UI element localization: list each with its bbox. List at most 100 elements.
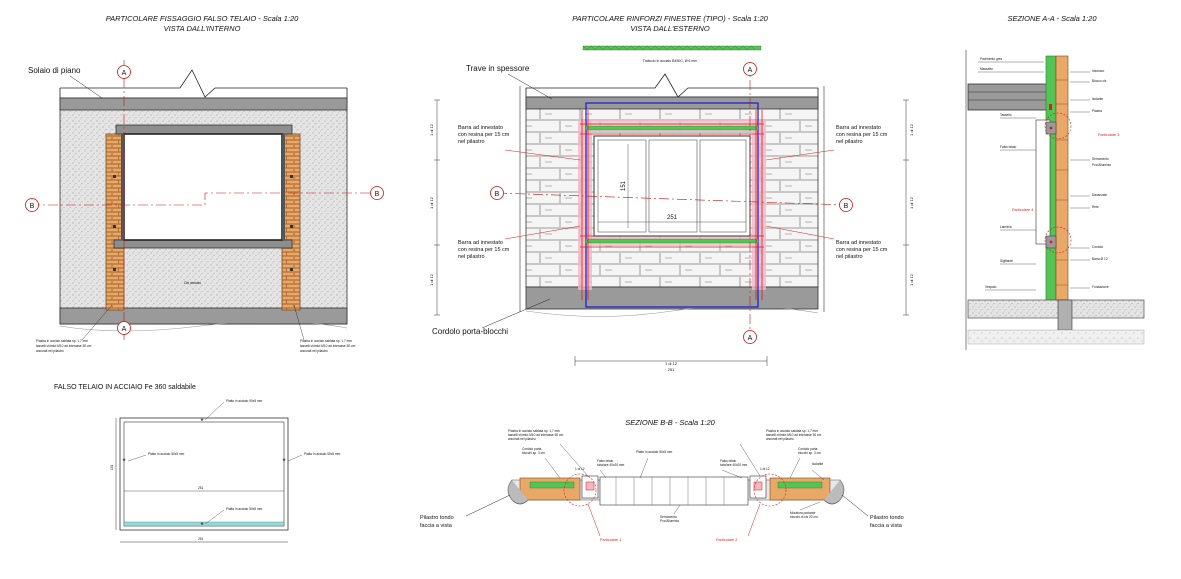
lintel <box>115 124 293 135</box>
title-rinforzi: PARTICOLARE RINFORZI FINESTRE (TIPO) - S… <box>572 14 768 23</box>
dim-right-2: 1 di 12 <box>909 196 914 209</box>
rebar-detail-strip <box>582 45 762 51</box>
svg-text:*: * <box>200 521 203 530</box>
svg-text:Intonaco: Intonaco <box>1092 69 1104 73</box>
svg-text:Pilastro tondo: Pilastro tondo <box>420 515 454 521</box>
bb-detail-circle-2 <box>753 473 787 507</box>
marker-a-bottom-2: A <box>743 330 757 344</box>
dim-right-3: 1 di 12 <box>909 273 914 286</box>
section-slab-lines <box>968 91 1048 101</box>
section-floor <box>967 299 1145 319</box>
bb-label-pilastro-left: Pilastro tondo faccia a vista <box>420 494 511 529</box>
label-cordolo: Cordolo porta-blocchi <box>432 327 508 336</box>
svg-text:ancorati nel pilastro: ancorati nel pilastro <box>300 349 328 353</box>
svg-text:A: A <box>122 326 127 333</box>
svg-text:Blocco cls: Blocco cls <box>1092 79 1107 83</box>
label-particolare-3: Particolare 3 <box>1098 133 1119 137</box>
svg-text:faccia a vista: faccia a vista <box>870 523 903 529</box>
svg-text:*: * <box>200 417 203 426</box>
dim-left-2: 1 di 12 <box>429 196 434 209</box>
bb-green-left <box>529 481 575 489</box>
svg-text:Fondazione: Fondazione <box>1092 285 1109 289</box>
svg-text:con resina per 15 cm: con resina per 15 cm <box>458 132 510 138</box>
svg-text:nel pilastro: nel pilastro <box>458 139 485 145</box>
svg-text:Isolante: Isolante <box>812 462 823 466</box>
title-sezione-bb: SEZIONE B-B - Scala 1:20 <box>625 418 715 427</box>
pink-band-right <box>752 120 766 290</box>
svg-text:Cordolo porta-: Cordolo porta- <box>522 447 542 451</box>
panel-rinforzi: PARTICOLARE RINFORZI FINESTRE (TIPO) - S… <box>429 14 914 372</box>
dim-right-1: 1 di 12 <box>909 123 914 136</box>
svg-text:251: 251 <box>198 486 204 490</box>
note-left: Piastra in acciaio saldata sp. 1,7 mm ta… <box>36 304 113 353</box>
window-leaf-2 <box>648 139 698 233</box>
dimension-chains <box>434 99 909 366</box>
svg-text:*: * <box>282 457 285 466</box>
marker-b-right-2: B <box>839 198 853 212</box>
dim-bottom: 1 di 12 <box>665 361 678 366</box>
svg-text:*: * <box>122 457 125 466</box>
bb-red-right <box>753 481 763 491</box>
svg-text:Serramento: Serramento <box>660 515 677 519</box>
svg-text:nel pilastro: nel pilastro <box>836 254 863 260</box>
svg-text:Sigillante: Sigillante <box>1000 259 1013 263</box>
svg-text:Piatto in acciaio 50x5 mm: Piatto in acciaio 50x5 mm <box>226 507 263 511</box>
svg-text:Falso telaio: Falso telaio <box>1000 145 1017 149</box>
svg-text:tubolare 40x20 mm: tubolare 40x20 mm <box>597 463 625 467</box>
svg-text:faccia a vista: faccia a vista <box>420 523 453 529</box>
detail-circle-3 <box>1044 112 1072 140</box>
svg-text:B: B <box>844 203 849 210</box>
ground-line <box>59 321 348 332</box>
svg-text:Piastra in acciaio saldata sp.: Piastra in acciaio saldata sp. 1,7 mm <box>36 339 88 343</box>
note-center: Cls armato <box>184 281 201 285</box>
svg-text:Serramento: Serramento <box>1092 157 1109 161</box>
section-foundation <box>1057 299 1073 331</box>
svg-text:nel pilastro: nel pilastro <box>836 139 863 145</box>
bb-round-column-left <box>507 479 529 505</box>
frame-bottom-bar <box>123 521 285 527</box>
svg-text:Piastra in acciaio saldata sp.: Piastra in acciaio saldata sp. 1,7 mm <box>508 429 560 433</box>
label-trave: Trave in spessore <box>466 64 530 73</box>
svg-text:Piatto in acciaio 50x5 mm: Piatto in acciaio 50x5 mm <box>148 452 185 456</box>
svg-text:B: B <box>30 203 35 210</box>
svg-text:Piatto in acciaio 50x5 mm: Piatto in acciaio 50x5 mm <box>636 450 673 454</box>
svg-text:Barra ad innestato: Barra ad innestato <box>458 240 503 246</box>
svg-text:Piatto in acciaio 50x5 mm: Piatto in acciaio 50x5 mm <box>304 452 341 456</box>
blue-outline <box>585 102 759 308</box>
panel-sezione-aa: SEZIONE A-A - Scala 1:20 Particolare 3 P… <box>965 14 1145 350</box>
bb-pilastro-right <box>769 477 831 501</box>
svg-text:A: A <box>122 70 127 77</box>
svg-text:Vespaio: Vespaio <box>985 285 997 289</box>
pink-band-left <box>578 120 592 290</box>
frame-anchors: * * * * <box>122 417 285 530</box>
leader-solaio <box>69 75 103 99</box>
marker-a-bottom: A <box>117 321 131 335</box>
dim-251: 251 <box>667 215 678 221</box>
frame-notes: Piatto in acciaio 50x5 mm Piatto in acci… <box>110 399 341 541</box>
svg-text:Barra ad innestato: Barra ad innestato <box>836 240 881 246</box>
svg-text:Rete: Rete <box>1092 205 1099 209</box>
svg-text:Falso telaio: Falso telaio <box>597 459 614 463</box>
label-particolare-1: Particolare 1 <box>600 538 621 542</box>
dim-bottom-251: 251 <box>668 367 675 372</box>
dim-left-1: 1 di 12 <box>429 123 434 136</box>
svg-text:251: 251 <box>198 537 204 541</box>
svg-text:con resina per 15 cm: con resina per 15 cm <box>836 247 888 253</box>
note-right: Piastra in acciaio saldata sp. 1,7 mm ta… <box>293 304 356 353</box>
svg-text:blocchi sp. 3 cm: blocchi sp. 3 cm <box>798 451 821 455</box>
marker-a-top: A <box>117 65 131 79</box>
barra-label-tl: Barra ad innestato con resina per 15 cm … <box>458 125 581 161</box>
anchor-points <box>113 175 293 271</box>
window-frame <box>593 135 751 237</box>
svg-text:ancorati nel pilastro: ancorati nel pilastro <box>766 437 794 441</box>
svg-text:A: A <box>748 67 753 74</box>
svg-text:Pilastro tondo: Pilastro tondo <box>870 515 904 521</box>
svg-text:Cordolo: Cordolo <box>1092 245 1103 249</box>
break-line <box>59 69 348 98</box>
section-wall-courses <box>1056 79 1068 286</box>
barra-label-bl: Barra ad innestato con resina per 15 cm … <box>458 225 581 260</box>
green-rebar-bottom <box>585 238 759 244</box>
svg-text:ancorati nel pilastro: ancorati nel pilastro <box>508 437 536 441</box>
bb-pilastro-left <box>519 477 581 501</box>
